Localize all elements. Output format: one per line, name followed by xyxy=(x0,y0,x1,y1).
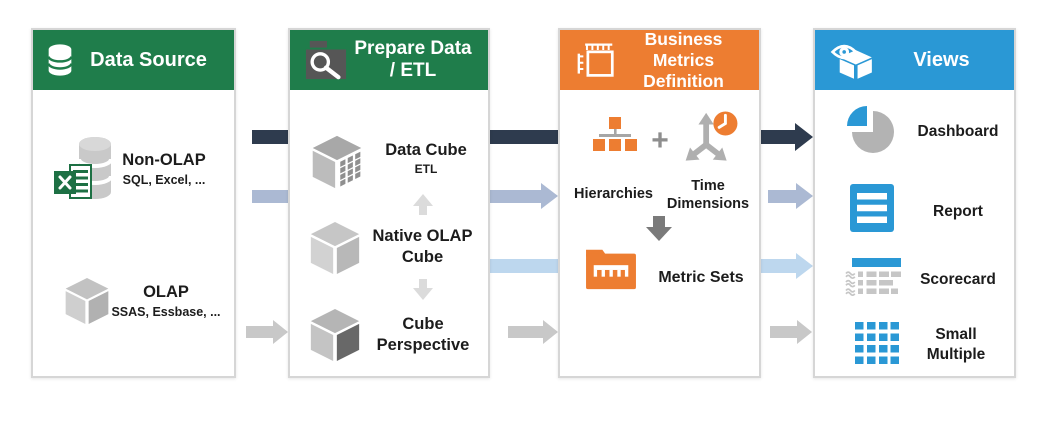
item-sublabel: ETL xyxy=(414,161,438,176)
panel-title: Data Source xyxy=(90,48,207,71)
report-item: Report xyxy=(903,202,1013,222)
item-label: Cube Perspective xyxy=(376,315,470,354)
database-icon xyxy=(47,44,73,76)
item-label: Time Dimensions xyxy=(666,178,750,213)
connector-lightblue-arrowhead-icon xyxy=(796,253,813,279)
connector-gray-arrowhead-icon xyxy=(273,320,288,344)
item-label: Small Multiple xyxy=(926,326,986,364)
connector-gray-datasource-to-etl xyxy=(246,326,273,338)
connector-gray-metrics-to-views xyxy=(770,326,797,338)
cube-perspective-item: Cube Perspective xyxy=(368,314,478,355)
panel-title: Prepare Data / ETL xyxy=(348,38,478,82)
item-label: Data Cube xyxy=(385,141,467,159)
panel-business-metrics-header: Business Metrics Definition xyxy=(560,29,759,92)
panel-title-line2: / ETL xyxy=(389,60,437,81)
panel-prepare-data-header: Prepare Data / ETL xyxy=(290,30,488,90)
item-label: Non-OLAP xyxy=(122,151,206,169)
panel-title-line2: Definition xyxy=(643,70,724,91)
metrics-definition-icon xyxy=(577,43,614,77)
panel-title-line1: Business Metrics xyxy=(644,28,723,70)
eye-cube-icon xyxy=(830,44,872,79)
data-cube-item: Data Cube ETL xyxy=(370,140,482,177)
non-olap-item: Non-OLAP SQL, Excel, ... xyxy=(109,150,219,188)
item-label: OLAP xyxy=(143,283,189,301)
item-label: Native OLAP Cube xyxy=(372,227,473,266)
scorecard-item: Scorecard xyxy=(903,270,1013,290)
olap-item: OLAP SSAS, Essbase, ... xyxy=(111,282,221,320)
dashboard-item: Dashboard xyxy=(903,122,1013,142)
panel-business-metrics: + Hierarchies Time Dimensions xyxy=(558,28,761,378)
up-arrow-stem xyxy=(419,206,427,215)
olap-cube-icon xyxy=(65,278,109,324)
metric-sets-item: Metric Sets xyxy=(646,268,756,288)
native-olap-cube-item: Native OLAP Cube xyxy=(360,226,485,267)
panel-title: Business Metrics Definition xyxy=(618,29,749,92)
data-cube-icon xyxy=(312,135,362,189)
panel-data-source: Non-OLAP SQL, Excel, ... OLAP SSAS, Essb… xyxy=(31,28,236,378)
connector-gray-etl-to-metrics xyxy=(508,326,543,338)
item-label: Hierarchies xyxy=(574,186,653,202)
item-label: Report xyxy=(933,203,983,220)
up-arrow-icon xyxy=(413,194,433,206)
native-olap-cube-icon xyxy=(310,222,360,274)
panel-views-header: Views xyxy=(815,30,1014,90)
time-dimensions-icon xyxy=(685,111,738,161)
connector-slate-metrics-to-views xyxy=(768,190,796,203)
item-sublabel: SSAS, Essbase, ... xyxy=(111,304,221,319)
connector-gray-arrowhead-icon xyxy=(543,320,558,344)
panel-views: Dashboard Report xyxy=(813,28,1016,378)
time-dimensions-item: Time Dimensions xyxy=(663,177,753,213)
item-label: Dashboard xyxy=(917,123,999,140)
connector-slate-arrowhead-icon xyxy=(541,183,558,209)
plus-sign: + xyxy=(651,124,669,157)
small-multiple-icon xyxy=(855,322,899,364)
panel-prepare-data-etl: Data Cube ETL Native OLAP Cube xyxy=(288,28,490,378)
connector-slate-arrowhead-icon xyxy=(796,183,813,209)
small-multiple-item: Small Multiple xyxy=(916,325,996,365)
down-arrow-stem xyxy=(419,279,427,288)
panel-title: Views xyxy=(913,48,970,71)
item-sublabel: SQL, Excel, ... xyxy=(122,172,206,187)
item-label: Metric Sets xyxy=(658,269,744,286)
scorecard-icon xyxy=(845,258,901,296)
panel-title-line1: Prepare Data xyxy=(354,38,472,60)
down-arrow-icon xyxy=(646,227,672,241)
hierarchies-item: Hierarchies xyxy=(566,185,661,203)
connector-navy-arrowhead-icon xyxy=(795,123,813,151)
connector-gray-arrowhead-icon xyxy=(797,320,812,344)
search-folder-icon xyxy=(305,40,347,80)
cube-perspective-icon xyxy=(310,309,360,361)
down-arrow-icon xyxy=(413,288,433,300)
report-icon xyxy=(850,184,894,232)
hierarchies-icon xyxy=(593,117,637,151)
metric-sets-folder-icon xyxy=(586,249,636,290)
panel-data-source-header: Data Source xyxy=(33,30,234,90)
excel-icon xyxy=(54,164,92,199)
pie-chart-icon xyxy=(847,106,894,153)
down-arrow-stem xyxy=(653,216,665,227)
item-label: Scorecard xyxy=(920,271,996,288)
